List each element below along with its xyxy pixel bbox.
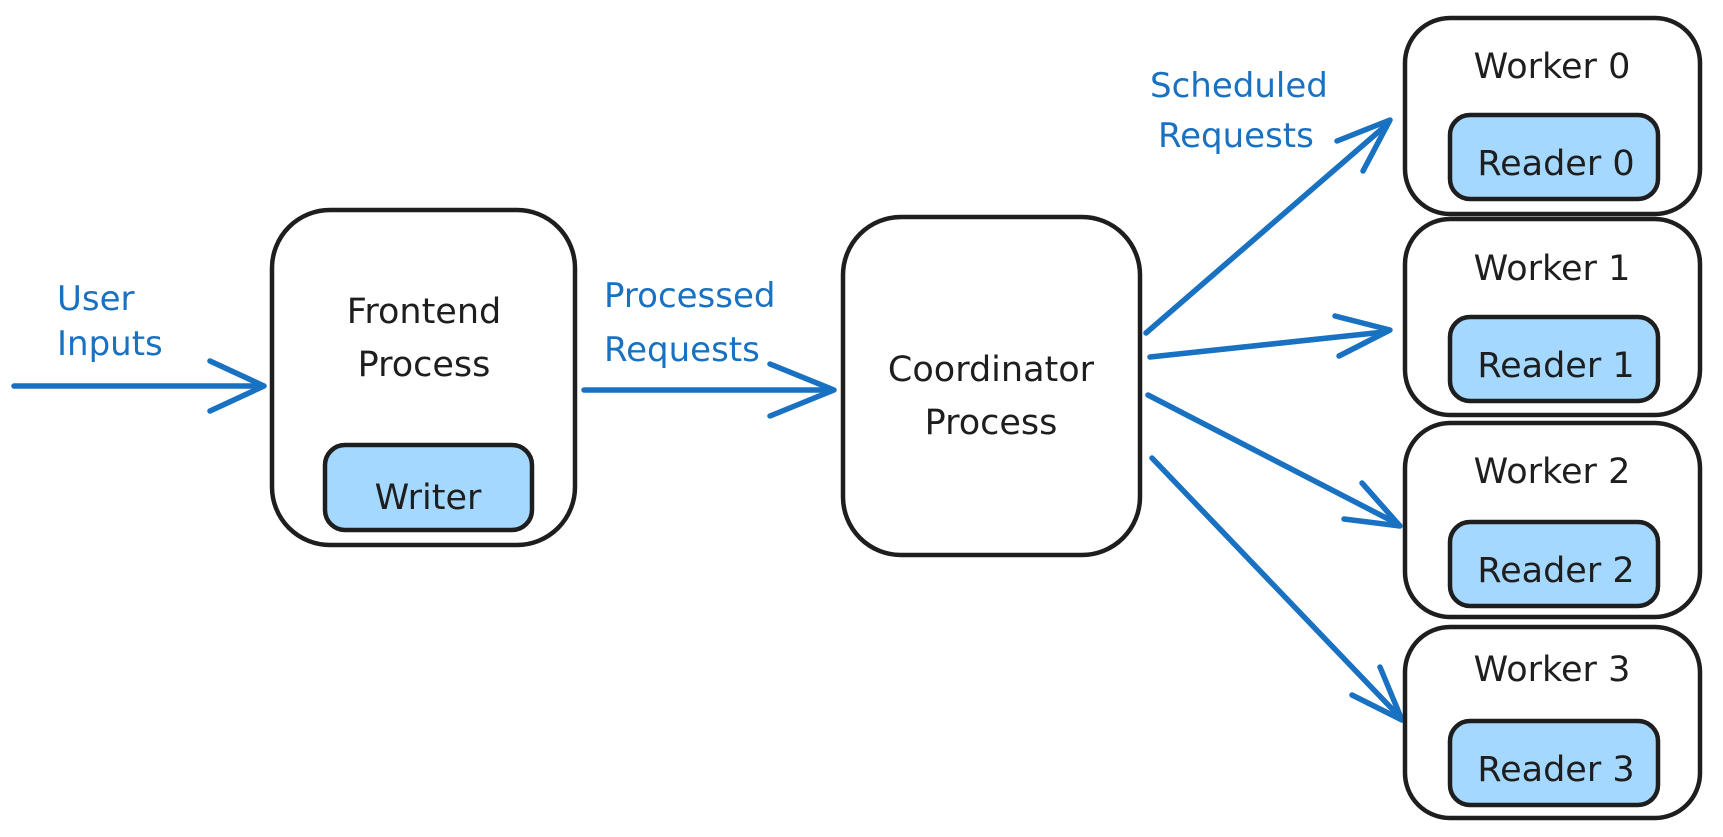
node-worker-2: Worker 2 Reader 2 [1402, 420, 1703, 620]
arrow-shaft [1145, 392, 1397, 525]
worker-2-title: Worker 2 [1474, 452, 1631, 492]
reader-0-label: Reader 0 [1477, 144, 1634, 184]
arrow-shaft [1143, 124, 1387, 336]
reader-0-box [1447, 112, 1661, 202]
scheduled-requests-arrow-worker-2 [1145, 392, 1403, 529]
arrow-shaft [1149, 455, 1399, 716]
user-inputs-arrow [11, 358, 267, 414]
frontend-title-line-2: Process [358, 345, 491, 385]
scheduled-requests-arrow-worker-3 [1149, 455, 1405, 723]
arrow-head [207, 358, 267, 414]
scheduled-requests-label-line-2: Requests [1158, 116, 1314, 156]
arrow-head [1332, 313, 1393, 359]
coordinator-title-line-1: Coordinator [888, 350, 1095, 390]
reader-3-box [1447, 718, 1661, 808]
scheduled-requests-arrow-worker-1 [1147, 313, 1393, 360]
node-frontend-process: Frontend Process Writer [269, 207, 578, 548]
user-inputs-label-line-2: Inputs [57, 324, 163, 364]
reader-2-label: Reader 2 [1477, 551, 1634, 591]
node-reader-3: Reader 3 [1447, 718, 1661, 808]
arrow-shaft [1147, 329, 1387, 360]
writer-label: Writer [375, 478, 482, 518]
processed-requests-arrow [581, 361, 837, 419]
frontend-title-line-1: Frontend [347, 292, 501, 332]
writer-box [322, 442, 535, 533]
node-worker-1: Worker 1 Reader 1 [1402, 216, 1703, 418]
reader-1-label: Reader 1 [1477, 346, 1634, 386]
reader-3-label: Reader 3 [1477, 750, 1634, 790]
node-reader-1: Reader 1 [1447, 314, 1661, 404]
reader-2-box [1447, 519, 1661, 609]
scheduled-requests-label-line-1: Scheduled [1150, 66, 1328, 106]
user-inputs-label-line-1: User [57, 279, 135, 319]
arrow-head [767, 361, 837, 419]
node-reader-0: Reader 0 [1447, 112, 1661, 202]
scheduled-requests-arrow-worker-0 [1143, 117, 1393, 336]
arrow-head [1341, 480, 1403, 529]
node-worker-3: Worker 3 Reader 3 [1402, 624, 1703, 821]
node-worker-0: Worker 0 Reader 0 [1402, 15, 1703, 217]
reader-1-box [1447, 314, 1661, 404]
node-reader-2: Reader 2 [1447, 519, 1661, 609]
coordinator-title-line-2: Process [925, 403, 1058, 443]
node-coordinator-process: Coordinator Process [840, 214, 1143, 558]
worker-1-title: Worker 1 [1474, 249, 1631, 289]
arrow-head [1334, 117, 1393, 174]
arrow-head [1349, 664, 1405, 723]
processed-requests-label-line-2: Requests [604, 330, 760, 370]
node-writer: Writer [322, 442, 535, 533]
worker-0-title: Worker 0 [1474, 47, 1631, 87]
worker-3-title: Worker 3 [1474, 650, 1631, 690]
coordinator-process-box [840, 214, 1143, 558]
processed-requests-label-line-1: Processed [604, 276, 775, 316]
